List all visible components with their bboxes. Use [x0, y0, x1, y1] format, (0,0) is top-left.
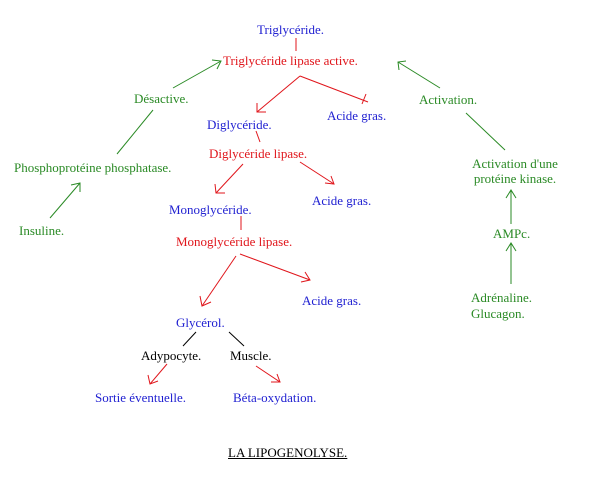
diagram-title: LA LIPOGENOLYSE. [228, 445, 348, 460]
node-triglyceride: Triglycéride. [257, 22, 325, 37]
node-muscle: Muscle. [230, 348, 272, 363]
node-glycerol: Glycérol. [176, 315, 225, 330]
node-acide-gras-2: Acide gras. [312, 193, 372, 208]
node-glucagon: Glucagon. [471, 306, 525, 321]
node-triglyceride-lipase: Triglycéride lipase active. [223, 53, 358, 68]
arrow-to-monoglyceride [215, 163, 244, 194]
arrow-phosphatase-to-desactive [116, 109, 154, 155]
node-diglyceride: Diglycéride. [207, 117, 272, 132]
arrowhead-ampc [505, 242, 517, 252]
node-beta-oxydation: Béta-oxydation. [233, 390, 317, 405]
arrowhead-acide-gras-3 [300, 271, 311, 283]
node-adipocyte: Adypocyte. [141, 348, 202, 363]
node-insuline: Insuline. [19, 223, 65, 238]
node-kinase-line1: Activation d'une [472, 156, 558, 171]
arrowhead-lipase-left [211, 59, 222, 70]
node-acide-gras-3: Acide gras. [302, 293, 362, 308]
arrow-to-diglyceride [256, 75, 301, 113]
arrow-insuline-to-phosphatase [49, 182, 81, 219]
node-phosphatase: Phosphoprotéine phosphatase. [14, 160, 172, 175]
arrowhead-kinase [505, 189, 517, 199]
arrow-kinase-to-activation [465, 112, 506, 151]
node-ampc: AMPc. [493, 226, 531, 241]
arrow-to-acide-gras-3 [239, 253, 311, 281]
arrowhead-phosphatase [70, 182, 81, 192]
link-diglyceride-lipase [255, 130, 261, 143]
arrow-desactive-to-lipase [172, 60, 222, 89]
arrow-to-sortie [149, 363, 168, 385]
node-diglyceride-lipase: Diglycéride lipase. [209, 146, 308, 161]
node-acide-gras-1: Acide gras. [327, 108, 387, 123]
arrowhead-acide-gras-2 [324, 175, 335, 185]
arrow-to-acide-gras-2 [299, 161, 335, 185]
node-monoglyceride: Monoglycéride. [169, 202, 252, 217]
node-sortie: Sortie éventuelle. [95, 390, 186, 405]
arrowhead-beta-oxydation [271, 373, 281, 383]
arrow-to-acide-gras-1 [299, 75, 369, 103]
node-desactive: Désactive. [134, 91, 189, 106]
node-adrenaline: Adrénaline. [471, 290, 533, 305]
arrowhead-glycerol [199, 295, 212, 307]
arrow-to-beta-oxydation [255, 365, 281, 383]
arrow-to-glycerol [201, 255, 237, 307]
arrowhead-monoglyceride [214, 183, 225, 194]
arrowhead-diglyceride [256, 103, 266, 113]
node-activation: Activation. [419, 92, 478, 107]
arrow-activation-to-lipase [397, 61, 441, 89]
cap-acide-gras-1 [361, 93, 367, 105]
node-kinase-line2: protéine kinase. [473, 171, 557, 186]
link-glycerol-muscle [228, 331, 245, 347]
arrowhead-sortie [147, 374, 159, 385]
node-kinase: Activation d'une protéine kinase. [458, 156, 572, 186]
node-monoglyceride-lipase: Monoglycéride lipase. [176, 234, 293, 249]
link-glycerol-adipocyte [182, 331, 197, 347]
arrowhead-lipase-right [397, 60, 407, 71]
